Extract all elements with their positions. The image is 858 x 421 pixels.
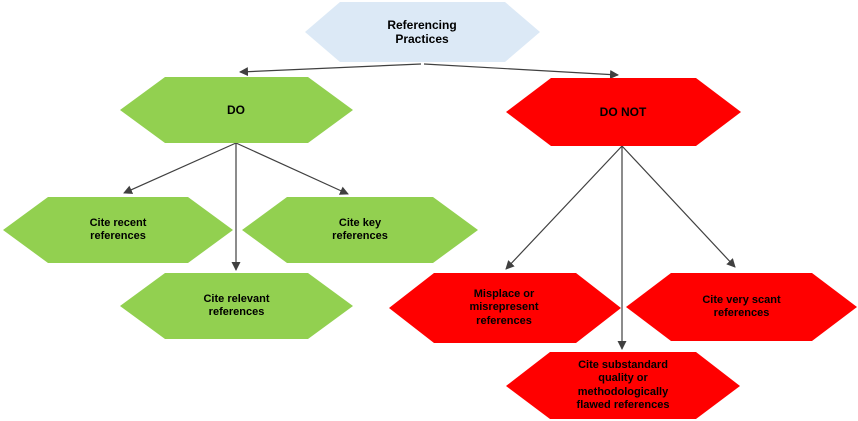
- connector-do-to-cite-key: [235, 142, 349, 195]
- connector-root-to-do: [239, 63, 422, 77]
- connector-do-not-to-misplace: [505, 145, 623, 270]
- cite-recent-node-shape: [3, 197, 233, 263]
- cite-key-node-shape: [242, 197, 478, 263]
- root-node-shape: [305, 2, 540, 62]
- substandard-node-shape: [506, 352, 740, 419]
- connector-do-to-cite-recent: [123, 142, 237, 194]
- do-node-shape: [120, 77, 353, 143]
- cite-relevant-node-shape: [120, 273, 353, 339]
- connector-root-to-do-not: [423, 63, 619, 80]
- do-not-node-shape: [506, 78, 741, 146]
- scant-node-shape: [626, 273, 857, 341]
- misplace-node-shape: [389, 273, 621, 343]
- connector-do-not-to-scant: [621, 145, 736, 268]
